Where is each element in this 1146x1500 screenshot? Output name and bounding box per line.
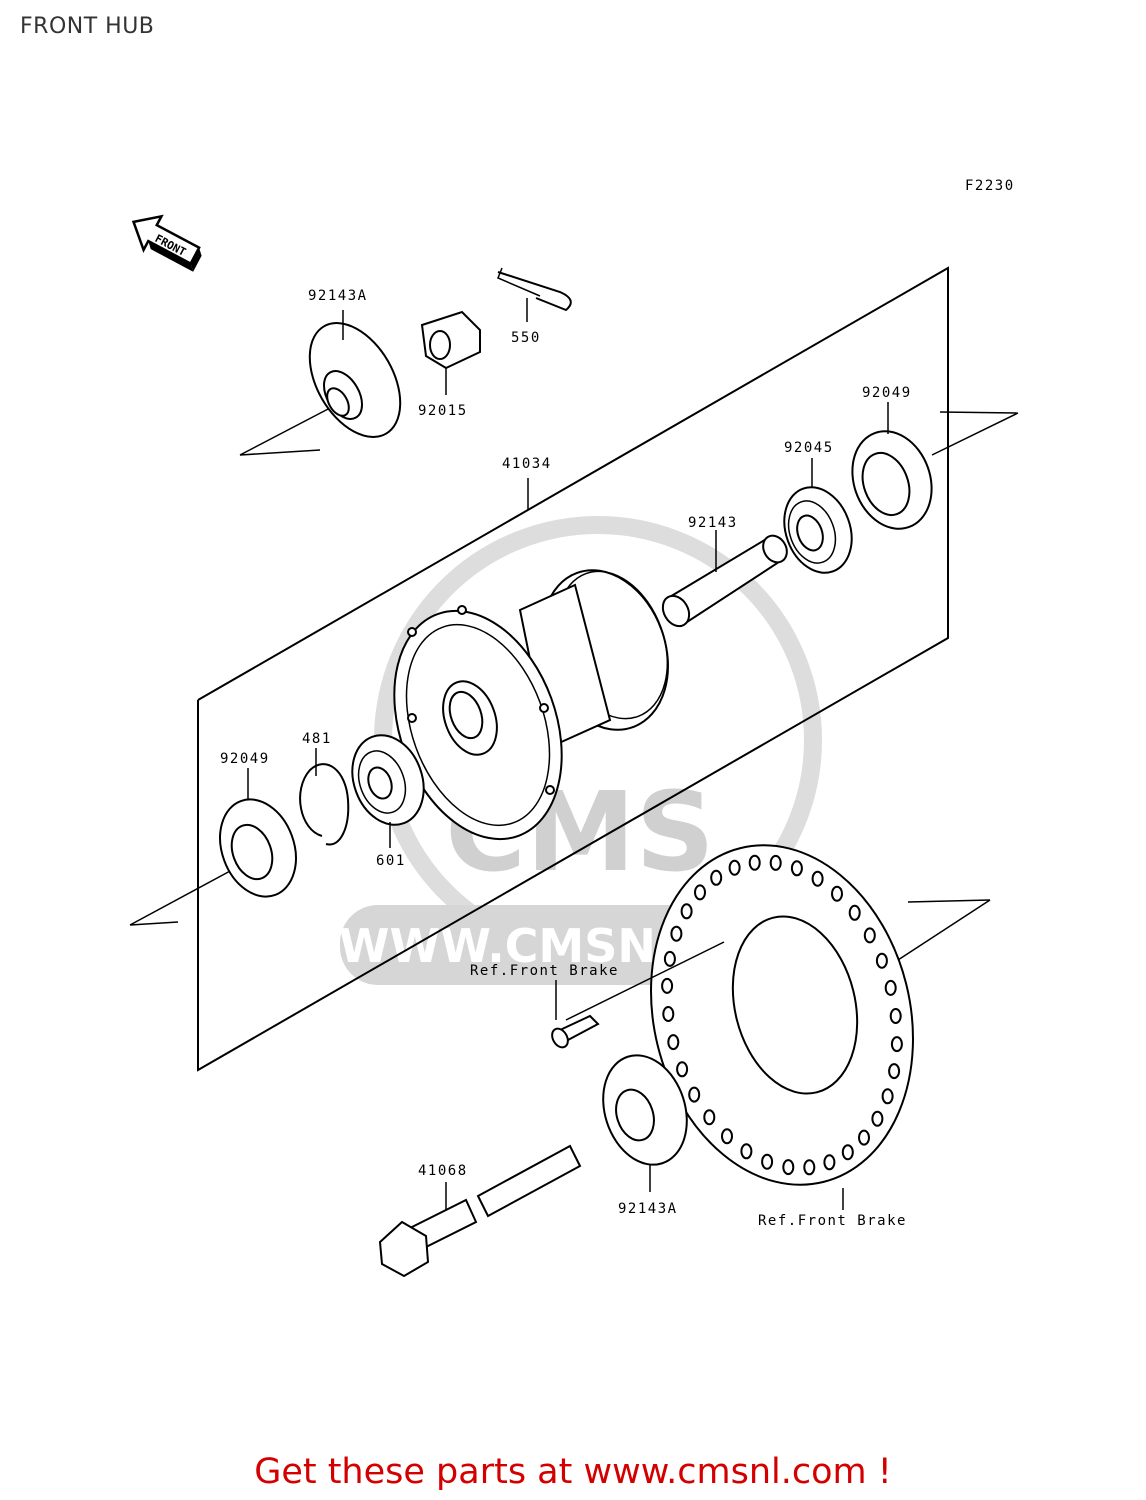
disc-hole (662, 1006, 675, 1022)
disc-hole (890, 1036, 903, 1053)
label-481: 481 (302, 731, 332, 747)
seal-92049-right (851, 430, 933, 530)
disc-hole (676, 1061, 689, 1078)
axle-41068 (378, 1144, 582, 1278)
circlip-481 (299, 763, 350, 846)
disc-hole (663, 950, 676, 967)
disc-hole (710, 869, 723, 886)
label-41034: 41034 (502, 456, 552, 472)
disc-hole (888, 1063, 901, 1080)
disc-hole (688, 1086, 701, 1103)
disc-hole (740, 1143, 753, 1160)
disc-hole (848, 904, 861, 921)
bearing-601 (351, 734, 425, 826)
disc-hole (790, 860, 803, 877)
disc-hole (811, 870, 824, 887)
assembly-frame (197, 266, 949, 1072)
brake-disc (650, 844, 914, 1186)
seal-92049-left (219, 798, 297, 898)
hub-41034 (393, 569, 669, 841)
disc-hole (871, 1110, 884, 1127)
label-92143: 92143 (688, 515, 738, 531)
disc-hole (694, 884, 706, 901)
label-92015: 92015 (418, 403, 468, 419)
disc-hole (728, 859, 741, 876)
disc-hole (831, 885, 843, 902)
label-92045: 92045 (784, 440, 834, 456)
label-41068: 41068 (418, 1163, 468, 1179)
disc-hole (782, 1159, 795, 1176)
label-92049-left: 92049 (220, 751, 270, 767)
disc-hole (841, 1144, 854, 1161)
front-arrow-icon: FRONT (131, 214, 202, 272)
disc-hole (680, 903, 693, 920)
label-92049-right: 92049 (862, 385, 912, 401)
spacer-tube-92143 (661, 534, 788, 628)
disc-hole (703, 1109, 716, 1126)
disc-hole (875, 952, 888, 969)
disc-hole (721, 1128, 733, 1145)
label-601: 601 (376, 853, 406, 869)
disc-hole (769, 854, 782, 871)
collar-92143A-top (308, 322, 402, 438)
disc-screw (551, 1014, 600, 1049)
nut-92015 (420, 310, 481, 370)
collar-92143A-bottom (602, 1054, 688, 1166)
label-ref-front-brake-bolt: Ref.Front Brake (470, 963, 619, 979)
disc-hole (670, 925, 683, 942)
cotter-pin-550 (497, 267, 572, 312)
disc-hole (858, 1129, 870, 1146)
disc-hole (803, 1159, 816, 1176)
label-ref-front-brake-disc: Ref.Front Brake (758, 1213, 907, 1229)
disc-hole (667, 1034, 680, 1051)
disc-hole (823, 1154, 836, 1171)
disc-hole (884, 979, 897, 996)
disc-hole (863, 927, 876, 944)
disc-hole (761, 1153, 774, 1170)
disc-hole (881, 1088, 894, 1105)
cta-banner[interactable]: Get these parts at www.cmsnl.com ! (254, 1452, 892, 1492)
label-92143A-bottom: 92143A (618, 1201, 678, 1217)
page-title: FRONT HUB (20, 14, 155, 39)
bearing-92045 (783, 486, 853, 574)
disc-hole (889, 1008, 902, 1024)
label-92143A-top: 92143A (308, 288, 368, 304)
label-550: 550 (511, 330, 541, 346)
disc-hole (661, 977, 674, 994)
figure-code: F2230 (965, 178, 1015, 194)
disc-hole (748, 854, 761, 871)
